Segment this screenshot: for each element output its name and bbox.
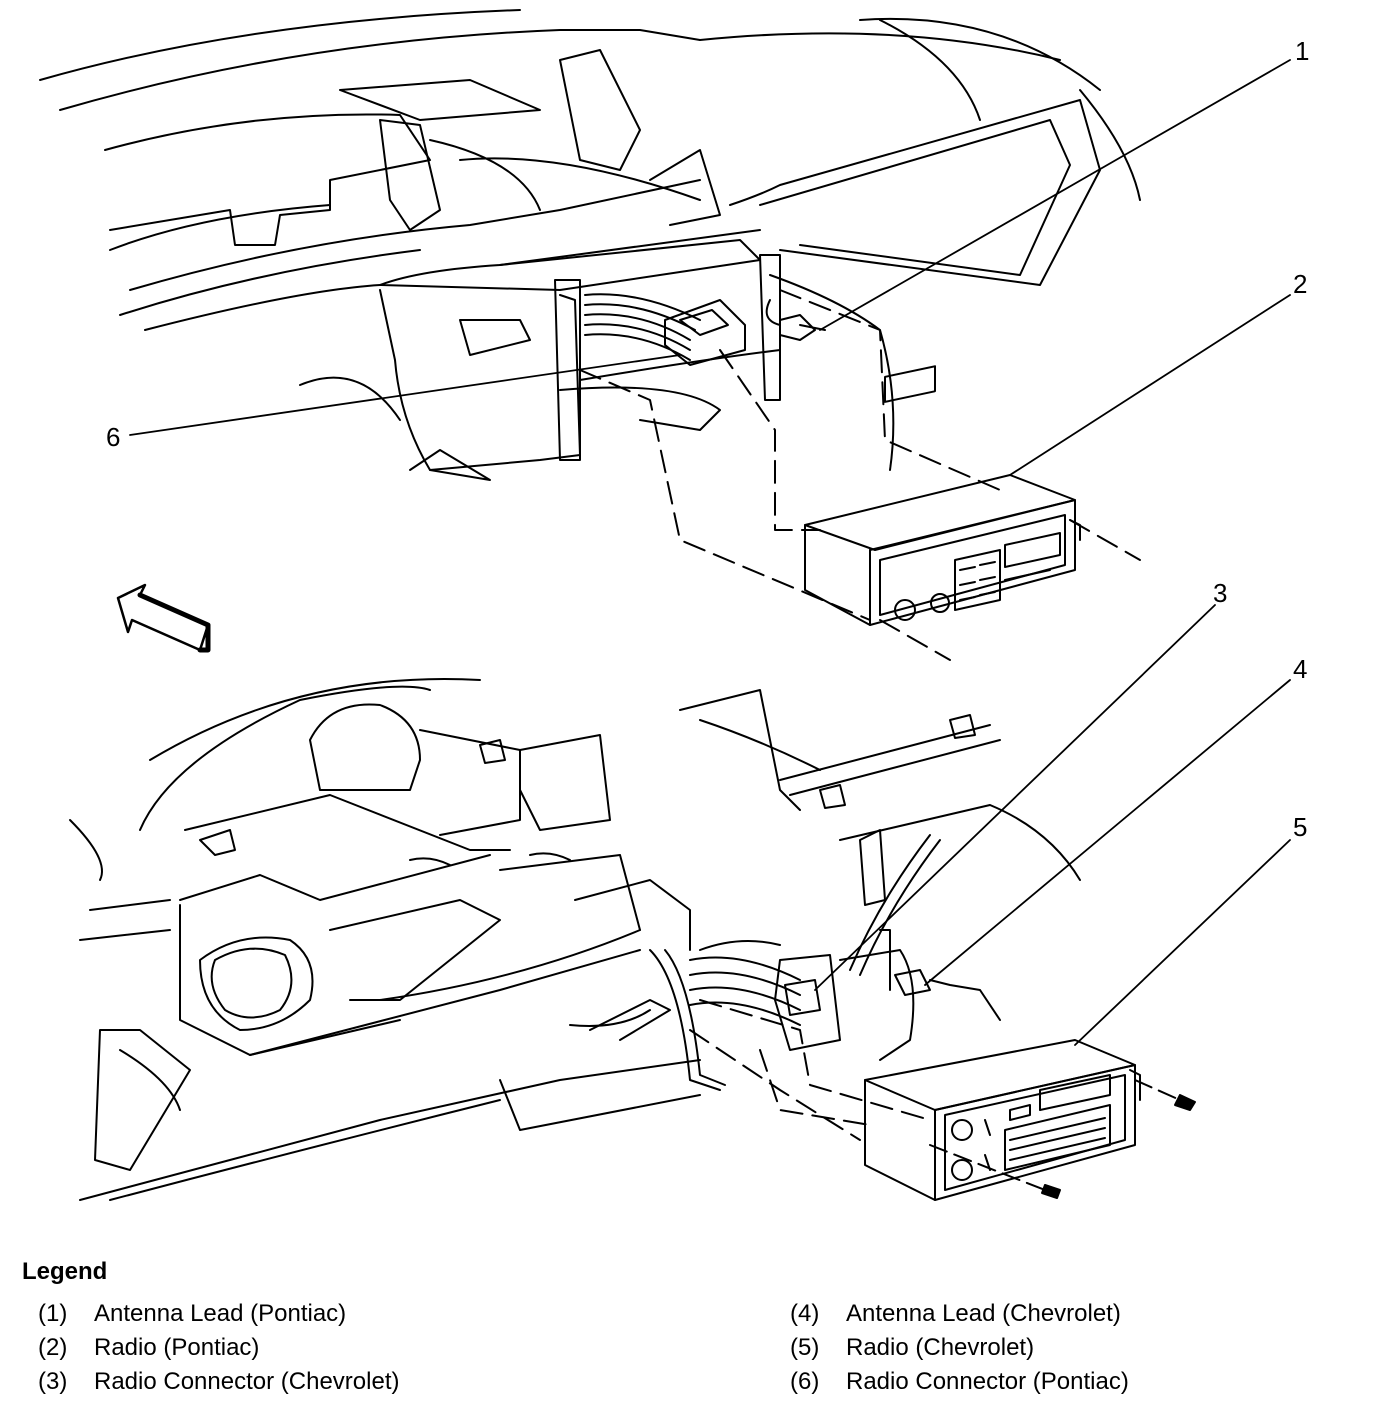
pontiac-radio	[804, 365, 1081, 626]
legend-item-label: Radio (Pontiac)	[94, 1334, 260, 1361]
leader-6	[129, 354, 681, 436]
legend-item-3: (3) Radio Connector (Chevrolet)	[38, 1368, 399, 1396]
legend-item-label: Radio Connector (Chevrolet)	[94, 1368, 400, 1395]
callout-1: 1	[1295, 36, 1309, 66]
legend-item-label: Antenna Lead (Pontiac)	[94, 1300, 347, 1327]
callout-4: 4	[1293, 654, 1307, 684]
legend-item-number: (1)	[38, 1300, 68, 1327]
legend-item-number: (5)	[790, 1334, 820, 1361]
pontiac-dash-view	[39, 9, 1141, 661]
legend-item-6: (6) Radio Connector (Pontiac)	[790, 1368, 1129, 1396]
leader-5	[1074, 839, 1291, 1046]
chevrolet-dash-view	[69, 678, 1181, 1201]
callout-2: 2	[1293, 269, 1307, 299]
legend: Legend (1) Antenna Lead (Pontiac) (2) Radi…	[22, 1258, 1372, 1410]
legend-item-number: (2)	[38, 1334, 68, 1361]
direction-arrow-icon	[116, 583, 211, 653]
callout-leaders	[129, 59, 1291, 1046]
legend-item-label: Antenna Lead (Chevrolet)	[846, 1300, 1121, 1327]
legend-item-2: (2) Radio (Pontiac)	[38, 1334, 259, 1362]
leader-1	[819, 59, 1291, 331]
legend-item-number: (4)	[790, 1300, 820, 1327]
legend-item-number: (6)	[790, 1368, 820, 1395]
leader-3	[814, 604, 1216, 991]
callout-3: 3	[1213, 578, 1227, 608]
chevrolet-radio	[864, 1039, 1196, 1201]
legend-item-label: Radio (Chevrolet)	[846, 1334, 1035, 1361]
legend-item-label: Radio Connector (Pontiac)	[846, 1368, 1129, 1395]
legend-item-4: (4) Antenna Lead (Chevrolet)	[790, 1300, 1121, 1328]
legend-item-number: (3)	[38, 1368, 68, 1395]
legend-title: Legend	[22, 1258, 108, 1285]
legend-item-1: (1) Antenna Lead (Pontiac)	[38, 1300, 346, 1328]
leader-4	[924, 679, 1291, 986]
callout-5: 5	[1293, 812, 1307, 842]
leader-2	[1009, 294, 1291, 476]
callout-6: 6	[106, 422, 120, 452]
legend-grid: (1) Antenna Lead (Pontiac) (2) Radio (Pont…	[22, 1300, 1372, 1410]
legend-item-5: (5) Radio (Chevrolet)	[790, 1334, 1034, 1362]
installation-diagram: 1 2 3 4 5 6	[39, 9, 1309, 1201]
